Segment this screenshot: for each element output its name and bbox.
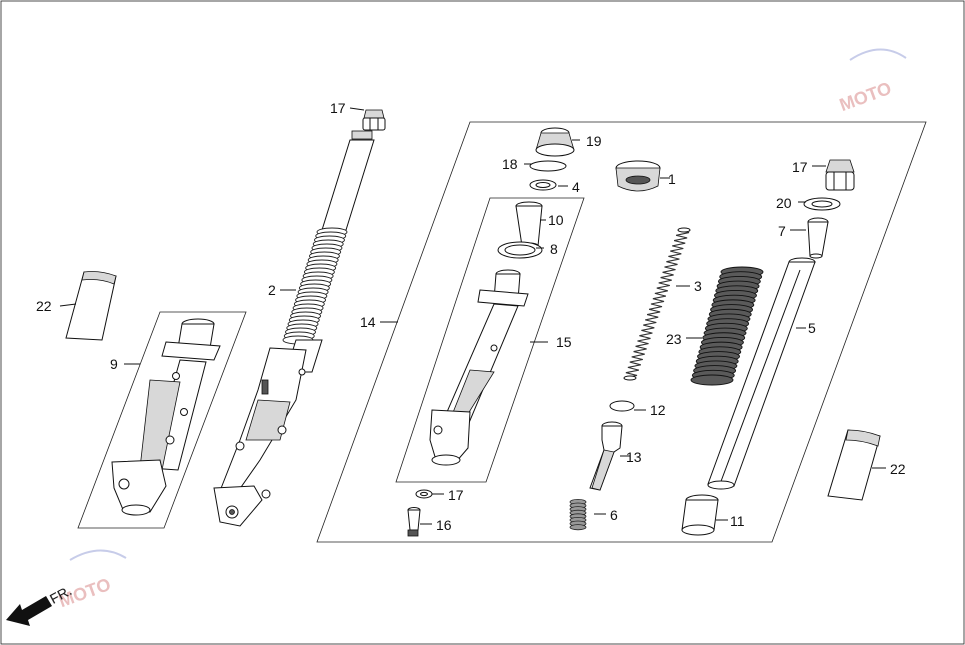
cap-bolt-left bbox=[362, 109, 386, 131]
label-2: 2 bbox=[268, 282, 276, 298]
label-4: 4 bbox=[572, 179, 580, 195]
bushing-11 bbox=[681, 494, 719, 536]
outer-fork-tube bbox=[111, 318, 221, 516]
fork-guard-pad-left bbox=[65, 271, 117, 341]
label-10: 10 bbox=[548, 212, 564, 228]
label-23: 23 bbox=[666, 331, 682, 347]
label-11: 11 bbox=[730, 513, 745, 529]
fork-boot bbox=[690, 266, 764, 386]
label-21: 20 bbox=[776, 195, 792, 211]
dust-seal bbox=[535, 127, 575, 157]
label-9: 9 bbox=[110, 356, 118, 372]
label-12: 12 bbox=[650, 402, 666, 418]
spacer-7 bbox=[807, 217, 829, 259]
group-box-14 bbox=[316, 121, 927, 543]
label-19: 18 bbox=[502, 156, 518, 172]
fork-spring bbox=[623, 227, 691, 381]
label-13: 13 bbox=[626, 449, 642, 465]
label-20: 19 bbox=[586, 133, 602, 149]
part-labels: 17 2 22 9 19 18 4 1 10 8 14 15 3 23 5 12… bbox=[36, 100, 906, 607]
label-5: 5 bbox=[808, 320, 816, 336]
label-18: 17 bbox=[448, 487, 464, 503]
rebound-spring bbox=[569, 498, 587, 531]
fork-leg-assembly bbox=[213, 130, 375, 527]
leader-lines bbox=[59, 107, 886, 525]
group-box-9 bbox=[77, 311, 247, 529]
label-22-left: 22 bbox=[36, 298, 52, 314]
cap-bolt-right bbox=[825, 159, 855, 191]
label-14: 14 bbox=[360, 314, 376, 330]
label-22-right: 22 bbox=[890, 461, 906, 477]
washer-18 bbox=[415, 489, 433, 499]
fork-guard-pad-right bbox=[827, 429, 881, 501]
label-17-right: 17 bbox=[792, 159, 808, 175]
label-6: 6 bbox=[610, 507, 618, 523]
stopper-clip bbox=[529, 160, 567, 172]
outer-tube-15 bbox=[429, 269, 529, 466]
bolt-16 bbox=[407, 507, 421, 537]
label-7: 7 bbox=[778, 223, 786, 239]
label-15: 15 bbox=[556, 334, 572, 350]
ring-12 bbox=[609, 400, 635, 412]
washer-21 bbox=[803, 197, 841, 211]
oil-seal bbox=[615, 160, 661, 192]
front-direction-arrow-icon bbox=[6, 596, 52, 626]
label-16: 16 bbox=[436, 517, 452, 533]
inner-tube bbox=[707, 257, 816, 490]
watermark-text-top: MOTO bbox=[837, 78, 894, 115]
label-1: 1 bbox=[668, 171, 676, 187]
label-17-left: 17 bbox=[330, 100, 346, 116]
washer-4 bbox=[529, 179, 557, 191]
damper-rod bbox=[589, 421, 623, 491]
label-3: 3 bbox=[694, 278, 702, 294]
group-box-15 bbox=[395, 197, 585, 483]
label-8: 8 bbox=[550, 241, 558, 257]
ring-8 bbox=[497, 241, 543, 259]
